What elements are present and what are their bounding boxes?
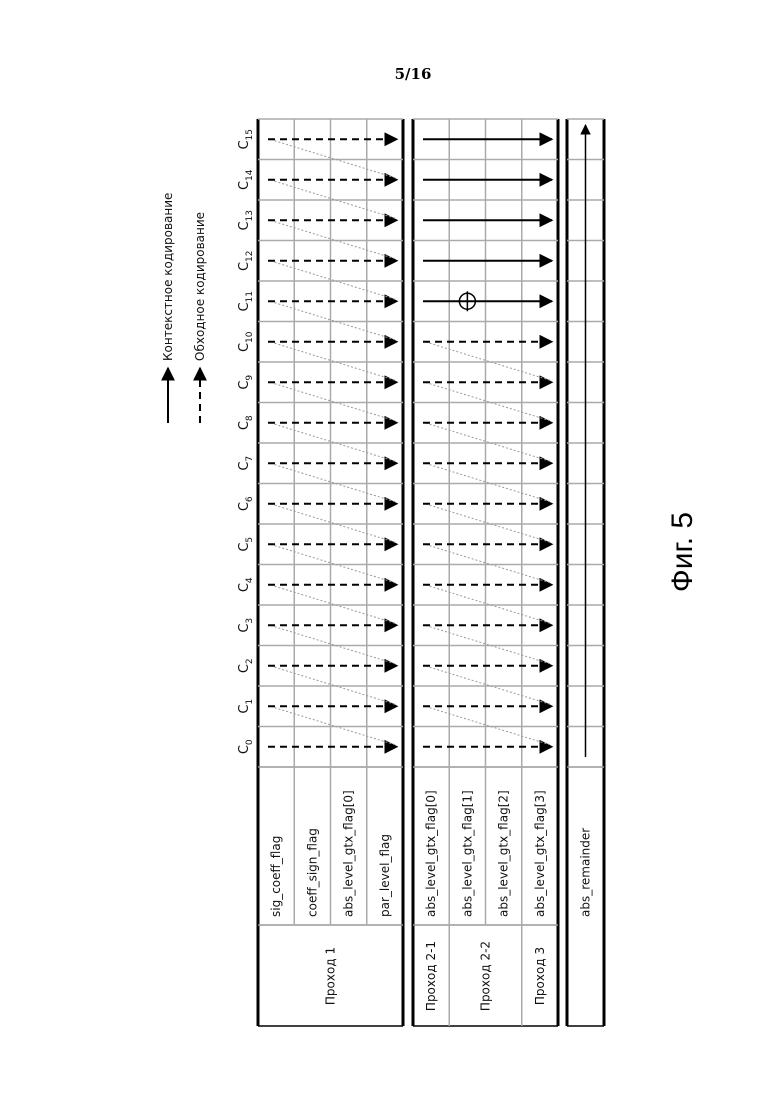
column-label-c2: C2 [237, 658, 255, 673]
column-label-prefix: C [237, 462, 252, 471]
scan-connector [270, 504, 395, 543]
scan-connector [425, 382, 550, 421]
table-section-3: abs_remainder [567, 119, 604, 1026]
row-label: abs_level_gtx_flag[0] [342, 790, 356, 917]
column-label-prefix: C [237, 664, 252, 673]
scan-connector [270, 382, 395, 421]
column-label-c5: C5 [237, 537, 255, 552]
table-section-1: Проход 1 sig_coeff_flag coeff_sign_flag abs… [258, 119, 403, 1026]
column-label-prefix: C [237, 745, 252, 754]
row-label: par_level_flag [378, 834, 392, 917]
column-label-subscript: 1 [245, 699, 255, 705]
page-number: 5/16 [395, 65, 432, 83]
column-label-c13: C13 [237, 210, 255, 231]
column-label-c1: C1 [237, 699, 255, 714]
scan-connector [425, 625, 550, 664]
scan-connector [270, 463, 395, 502]
scan-connector [270, 706, 395, 745]
table-section-2: Проход 2-1 Проход 2-2 Проход 3 abs_level_gt… [413, 119, 558, 1026]
scan-connector [425, 666, 550, 705]
column-label-c0: C0 [237, 739, 255, 754]
row-label: abs_level_gtx_flag[1] [460, 790, 474, 917]
column-label-prefix: C [237, 421, 252, 430]
column-label-c14: C14 [237, 169, 255, 190]
scan-connector [270, 625, 395, 664]
scan-connector [270, 585, 395, 624]
row-label: abs_level_gtx_flag[0] [424, 790, 438, 917]
row-label: sig_coeff_flag [269, 836, 283, 917]
column-label-c12: C12 [237, 250, 255, 271]
column-label-subscript: 7 [245, 456, 255, 462]
pass-label: Проход 1 [324, 947, 338, 1005]
diagram-content: C0C1C2C3C4C5C6C7C8C9C10C11C12C13C14C15Пр… [161, 119, 699, 1026]
column-label-prefix: C [237, 543, 252, 552]
column-label-prefix: C [237, 262, 252, 271]
scan-connector [270, 180, 395, 219]
column-label-c8: C8 [237, 415, 255, 430]
column-label-c6: C6 [237, 496, 255, 511]
column-label-c9: C9 [237, 375, 255, 390]
column-label-subscript: 9 [245, 375, 255, 381]
scan-connector [270, 139, 395, 178]
column-label-subscript: 5 [245, 537, 255, 543]
column-label-prefix: C [237, 624, 252, 633]
legend-label: Обходное кодирование [193, 212, 207, 361]
column-label-c10: C10 [237, 331, 255, 352]
column-label-subscript: 4 [245, 577, 255, 583]
column-label-prefix: C [237, 302, 252, 311]
column-label-subscript: 6 [245, 496, 255, 502]
legend: Контекстное кодирование Обходное кодирова… [161, 193, 207, 423]
column-label-prefix: C [237, 381, 252, 390]
column-label-subscript: 11 [245, 291, 255, 302]
pass-label: Проход 3 [533, 947, 547, 1005]
pass-label: Проход 2-1 [424, 941, 438, 1011]
scan-connector [425, 706, 550, 745]
column-label-subscript: 8 [245, 415, 255, 421]
column-label-prefix: C [237, 181, 252, 190]
column-label-c7: C7 [237, 456, 255, 471]
scan-connector [270, 301, 395, 340]
scan-connector [270, 261, 395, 300]
column-label-c11: C11 [237, 291, 255, 312]
row-label: coeff_sign_flag [305, 828, 319, 917]
column-label-c3: C3 [237, 618, 255, 633]
scan-connector [270, 544, 395, 583]
row-label: abs_remainder [579, 828, 593, 917]
column-label-prefix: C [237, 221, 252, 230]
column-label-subscript: 12 [245, 250, 255, 261]
column-label-subscript: 10 [245, 331, 255, 343]
column-label-prefix: C [237, 140, 252, 149]
scan-connector [270, 220, 395, 259]
column-label-prefix: C [237, 502, 252, 511]
rotated-diagram: C0C1C2C3C4C5C6C7C8C9C10C11C12C13C14C15Пр… [161, 119, 699, 1026]
pass-label: Проход 2-2 [479, 941, 493, 1011]
scan-connector [425, 544, 550, 583]
column-label-subscript: 0 [245, 739, 255, 745]
column-label-prefix: C [237, 705, 252, 714]
column-label-subscript: 13 [245, 210, 255, 221]
scan-connector [270, 342, 395, 381]
row-label: abs_level_gtx_flag[2] [497, 790, 511, 917]
scan-connector [425, 463, 550, 502]
legend-label: Контекстное кодирование [161, 193, 175, 361]
scan-connector [425, 342, 550, 381]
row-label: abs_level_gtx_flag[3] [533, 790, 547, 917]
column-label-c4: C4 [237, 577, 255, 592]
scan-connector [270, 423, 395, 462]
column-label-subscript: 15 [245, 129, 255, 140]
column-label-prefix: C [237, 583, 252, 592]
column-label-c15: C15 [237, 129, 255, 150]
column-label-prefix: C [237, 343, 252, 352]
scan-connector [425, 504, 550, 543]
column-label-subscript: 3 [245, 618, 255, 624]
scan-connector [425, 423, 550, 462]
column-label-subscript: 2 [245, 658, 255, 664]
scan-connector [270, 666, 395, 705]
figure-label: Фиг. 5 [666, 512, 699, 592]
column-label-subscript: 14 [245, 169, 255, 181]
scan-connector [425, 585, 550, 624]
